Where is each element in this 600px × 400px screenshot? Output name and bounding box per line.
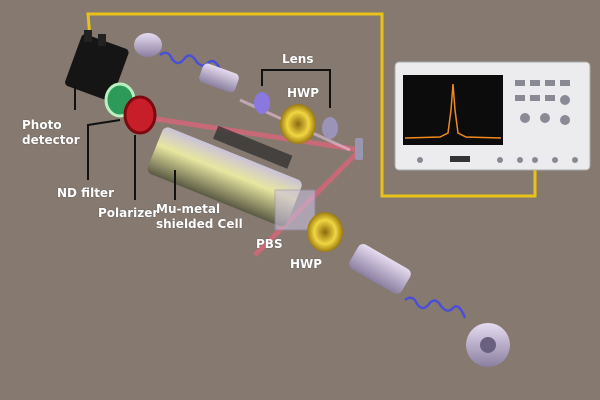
fiber-bottom [404, 296, 467, 319]
fiber-top [159, 51, 222, 70]
fiber-coupler-top [134, 33, 239, 93]
label-polarizer: Polarizer [98, 206, 159, 220]
lens-2 [322, 117, 338, 139]
leader-lines [74, 85, 176, 200]
pbs-cube [274, 189, 316, 231]
scope-trace [404, 83, 502, 139]
lens-1 [254, 92, 270, 114]
fiber-coupler-bottom [349, 244, 510, 367]
photo-detector [65, 30, 129, 101]
hwp-top [280, 104, 316, 144]
label-lens: Lens [282, 52, 314, 66]
hwp-bottom [307, 212, 343, 252]
label-cell: Mu-metal shielded Cell [156, 202, 243, 231]
polarizer [123, 95, 157, 135]
lens-bracket [261, 69, 331, 108]
label-pbs: PBS [256, 237, 283, 251]
label-hwp-bottom: HWP [290, 257, 323, 271]
oscilloscope [394, 61, 591, 171]
mu-metal-shielded-cell [147, 125, 302, 227]
label-nd-filter: ND filter [57, 186, 114, 200]
label-hwp-top: HWP [287, 86, 320, 100]
mirror [355, 138, 363, 160]
signal-cable [86, 12, 537, 198]
label-photo-detector: Photo detector [22, 118, 80, 147]
